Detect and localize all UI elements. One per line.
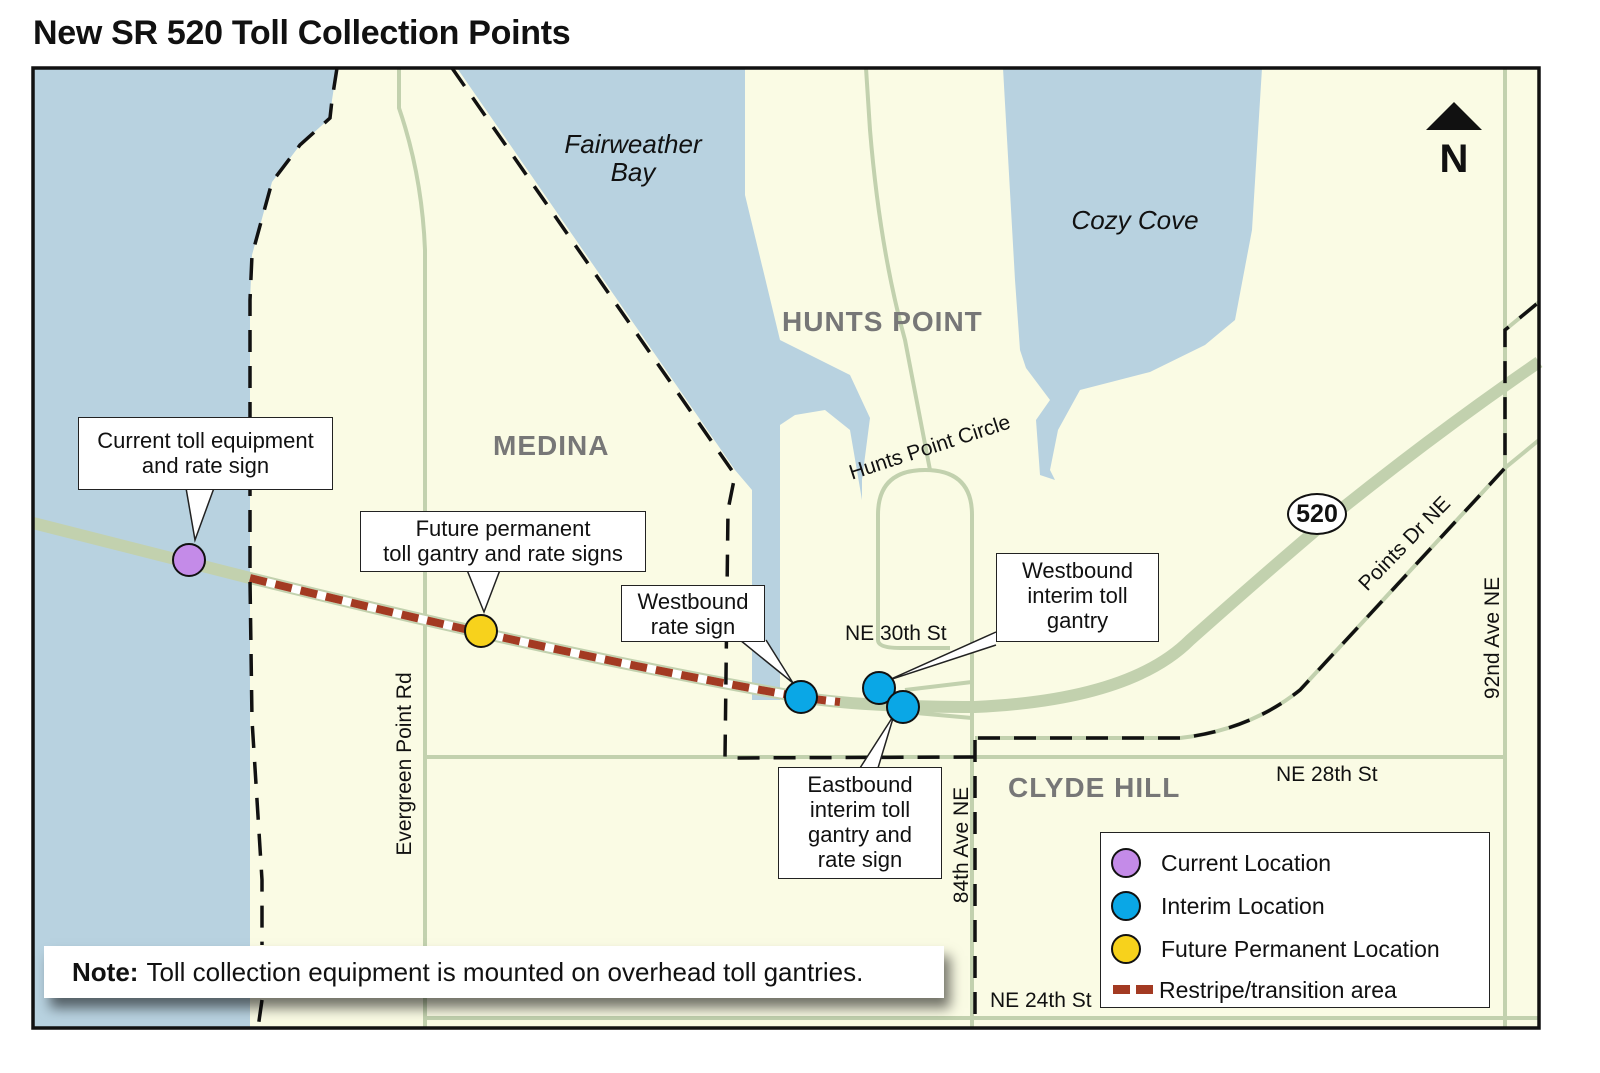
hunts-point-circle-road xyxy=(876,467,974,1028)
hunts-point-rd xyxy=(864,67,932,471)
callout-current-toll: Current toll equipment and rate sign xyxy=(78,417,333,490)
future-location-marker xyxy=(464,614,498,648)
legend-future-location: Future Permanent Location xyxy=(1111,931,1440,967)
legend-restripe-area: Restripe/transition area xyxy=(1113,972,1397,1008)
map-frame xyxy=(31,66,1541,1030)
current-location-icon xyxy=(1111,848,1141,878)
place-medina: MEDINA xyxy=(493,430,610,461)
legend-interim-location: Interim Location xyxy=(1111,888,1325,924)
wb-rate-sign-marker xyxy=(784,680,818,714)
label-ne-28th-st: NE 28th St xyxy=(1276,763,1378,786)
map-note: Note: Toll collection equipment is mount… xyxy=(44,946,944,998)
map-legend: Current Location Interim Location Future… xyxy=(1100,832,1490,1008)
fairweather-bay-water xyxy=(457,68,870,700)
svg-text:N: N xyxy=(1440,137,1469,178)
legend-current-location: Current Location xyxy=(1111,845,1331,881)
place-hunts-point: HUNTS POINT xyxy=(782,306,983,337)
eb-interim-gantry-marker xyxy=(886,690,920,724)
city-boundaries xyxy=(248,67,1541,1029)
sr520-shield: 520 xyxy=(1287,493,1347,535)
current-location-marker xyxy=(172,543,206,577)
restripe-dash-icon xyxy=(1113,985,1153,995)
interim-location-icon xyxy=(1111,891,1141,921)
label-fairweather-bay: Fairweather Bay xyxy=(564,129,702,187)
callout-future-gantry: Future permanent toll gantry and rate si… xyxy=(360,511,646,572)
place-clyde-hill: CLYDE HILL xyxy=(1008,772,1181,803)
callout-wb-rate-sign: Westbound rate sign xyxy=(621,585,765,642)
callout-wb-interim-gantry: Westbound interim toll gantry xyxy=(996,553,1159,642)
callout-eb-interim-gantry: Eastbound interim toll gantry and rate s… xyxy=(778,767,942,879)
label-92nd-ave-ne: 92nd Ave NE xyxy=(1481,576,1504,700)
north-arrow: N xyxy=(1426,102,1482,181)
wb-interim-gantry-marker xyxy=(862,671,896,705)
evergreen-point-rd xyxy=(397,68,427,1028)
north-arrow-icon: N xyxy=(1426,102,1482,181)
label-84th-ave-ne: 84th Ave NE xyxy=(950,786,973,904)
page-title: New SR 520 Toll Collection Points xyxy=(33,14,571,52)
future-location-icon xyxy=(1111,934,1141,964)
label-ne-30th-st: NE 30th St xyxy=(845,622,947,645)
label-ne-24th-st: NE 24th St xyxy=(990,989,1092,1012)
cozy-cove-water xyxy=(1003,68,1262,480)
label-evergreen-point-rd: Evergreen Point Rd xyxy=(393,672,416,856)
label-cozy-cove: Cozy Cove xyxy=(1071,205,1199,235)
